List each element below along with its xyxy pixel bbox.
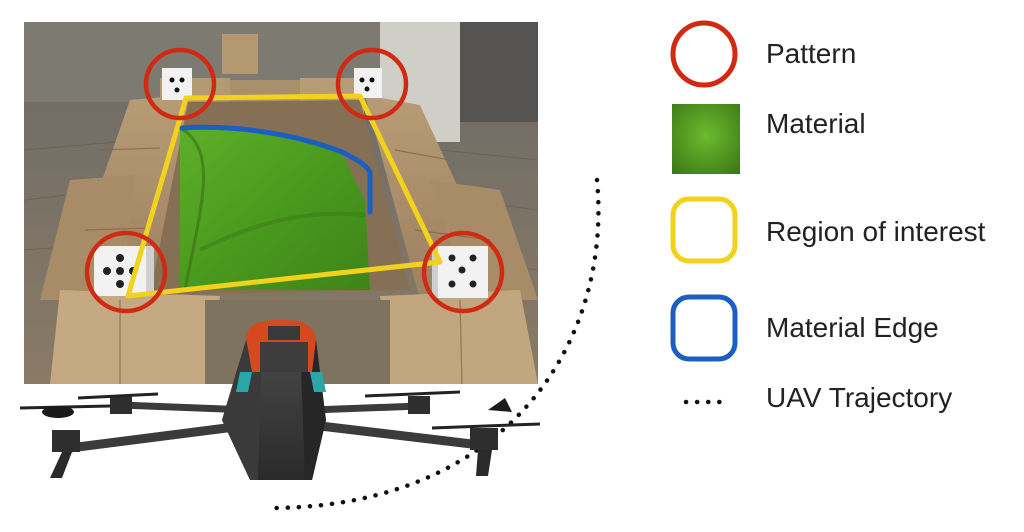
rounded-square-blue-icon xyxy=(664,288,744,368)
legend-trajectory: UAV Trajectory xyxy=(664,362,952,442)
uav-trajectory-path xyxy=(272,177,601,511)
legend-edge: Material Edge xyxy=(664,288,939,368)
pattern-circle-tr xyxy=(335,47,409,121)
legend-pattern: Pattern xyxy=(664,14,856,94)
pattern-marker-bl xyxy=(94,246,154,296)
pattern-circle-bl xyxy=(84,230,168,314)
legend-pattern-label: Pattern xyxy=(766,38,857,69)
legend-edge-label: Material Edge xyxy=(766,312,939,343)
pattern-marker-tl xyxy=(162,68,192,100)
rounded-square-yellow-icon xyxy=(664,190,744,270)
region-of-interest-outline xyxy=(125,93,443,299)
pattern-circle-icon xyxy=(664,14,744,94)
pattern-marker-br xyxy=(432,246,488,298)
legend-region: Region of interest xyxy=(664,190,985,270)
legend-material-label: Material xyxy=(766,108,866,139)
pattern-circle-tl xyxy=(143,47,217,121)
pattern-marker-tr xyxy=(354,68,382,98)
material-edge-line xyxy=(179,124,373,215)
scene-photo xyxy=(24,22,538,384)
legend-region-label: Region of interest xyxy=(766,216,986,247)
uav-drone xyxy=(19,320,541,480)
dotted-line-icon xyxy=(664,362,744,442)
legend-trajectory-label: UAV Trajectory xyxy=(766,382,953,413)
legend-material: Material xyxy=(664,98,866,178)
grass-swatch-icon xyxy=(664,98,744,178)
pattern-circle-br xyxy=(421,230,505,314)
